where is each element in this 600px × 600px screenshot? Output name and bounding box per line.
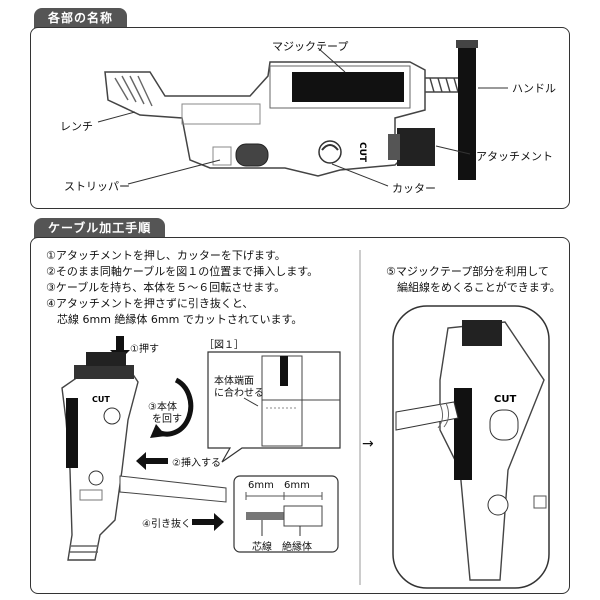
label-rotate-1: ③本体 [148,402,177,413]
label-dim-core: 6mm [248,480,274,491]
label-attachment: アタッチメント [476,150,553,163]
step-5: ⑤マジックテープ部分を利用して [386,265,549,278]
label-wrench: レンチ [60,120,93,133]
label-align-1: 本体端面 [214,376,254,387]
label-align-2: に合わせる [214,388,264,399]
label-stripper: ストリッパー [64,180,130,193]
figure-1-title: ［図１］ [204,340,244,351]
step-5-detail: 編組線をめくることができます。 [386,281,561,294]
label-core: 芯線 [252,542,272,553]
label-cutter: カッター [392,182,436,195]
section-parts-tab: 各部の名称 [34,8,128,28]
label-rotate-2: を回す [152,414,182,425]
label-push: ①押す [130,344,159,355]
section-parts-title: 各部の名称 [48,11,114,25]
label-insert: ②挿入する [172,458,221,469]
step-1: ①アタッチメントを押し、カッターを下げます。 [46,249,286,262]
label-magic-tape: マジックテープ [272,40,349,53]
label-pull: ④引き抜く [142,519,191,530]
step-4: ④アタッチメントを押さずに引き抜くと、 [46,297,254,310]
section-process-tab: ケーブル加工手順 [34,218,166,238]
label-dim-insul: 6mm [284,480,310,491]
section-process-title: ケーブル加工手順 [48,221,152,235]
step-4-detail: 芯線 6mm 絶縁体 6mm でカットされています。 [46,313,303,326]
label-handle: ハンドル [512,82,556,95]
step-3: ③ケーブルを持ち、本体を５～６回転させます。 [46,281,286,294]
step-2: ②そのまま同軸ケーブルを図１の位置まで挿入します。 [46,265,319,278]
flow-arrow: → [362,436,374,452]
label-insulation: 絶縁体 [282,542,312,553]
